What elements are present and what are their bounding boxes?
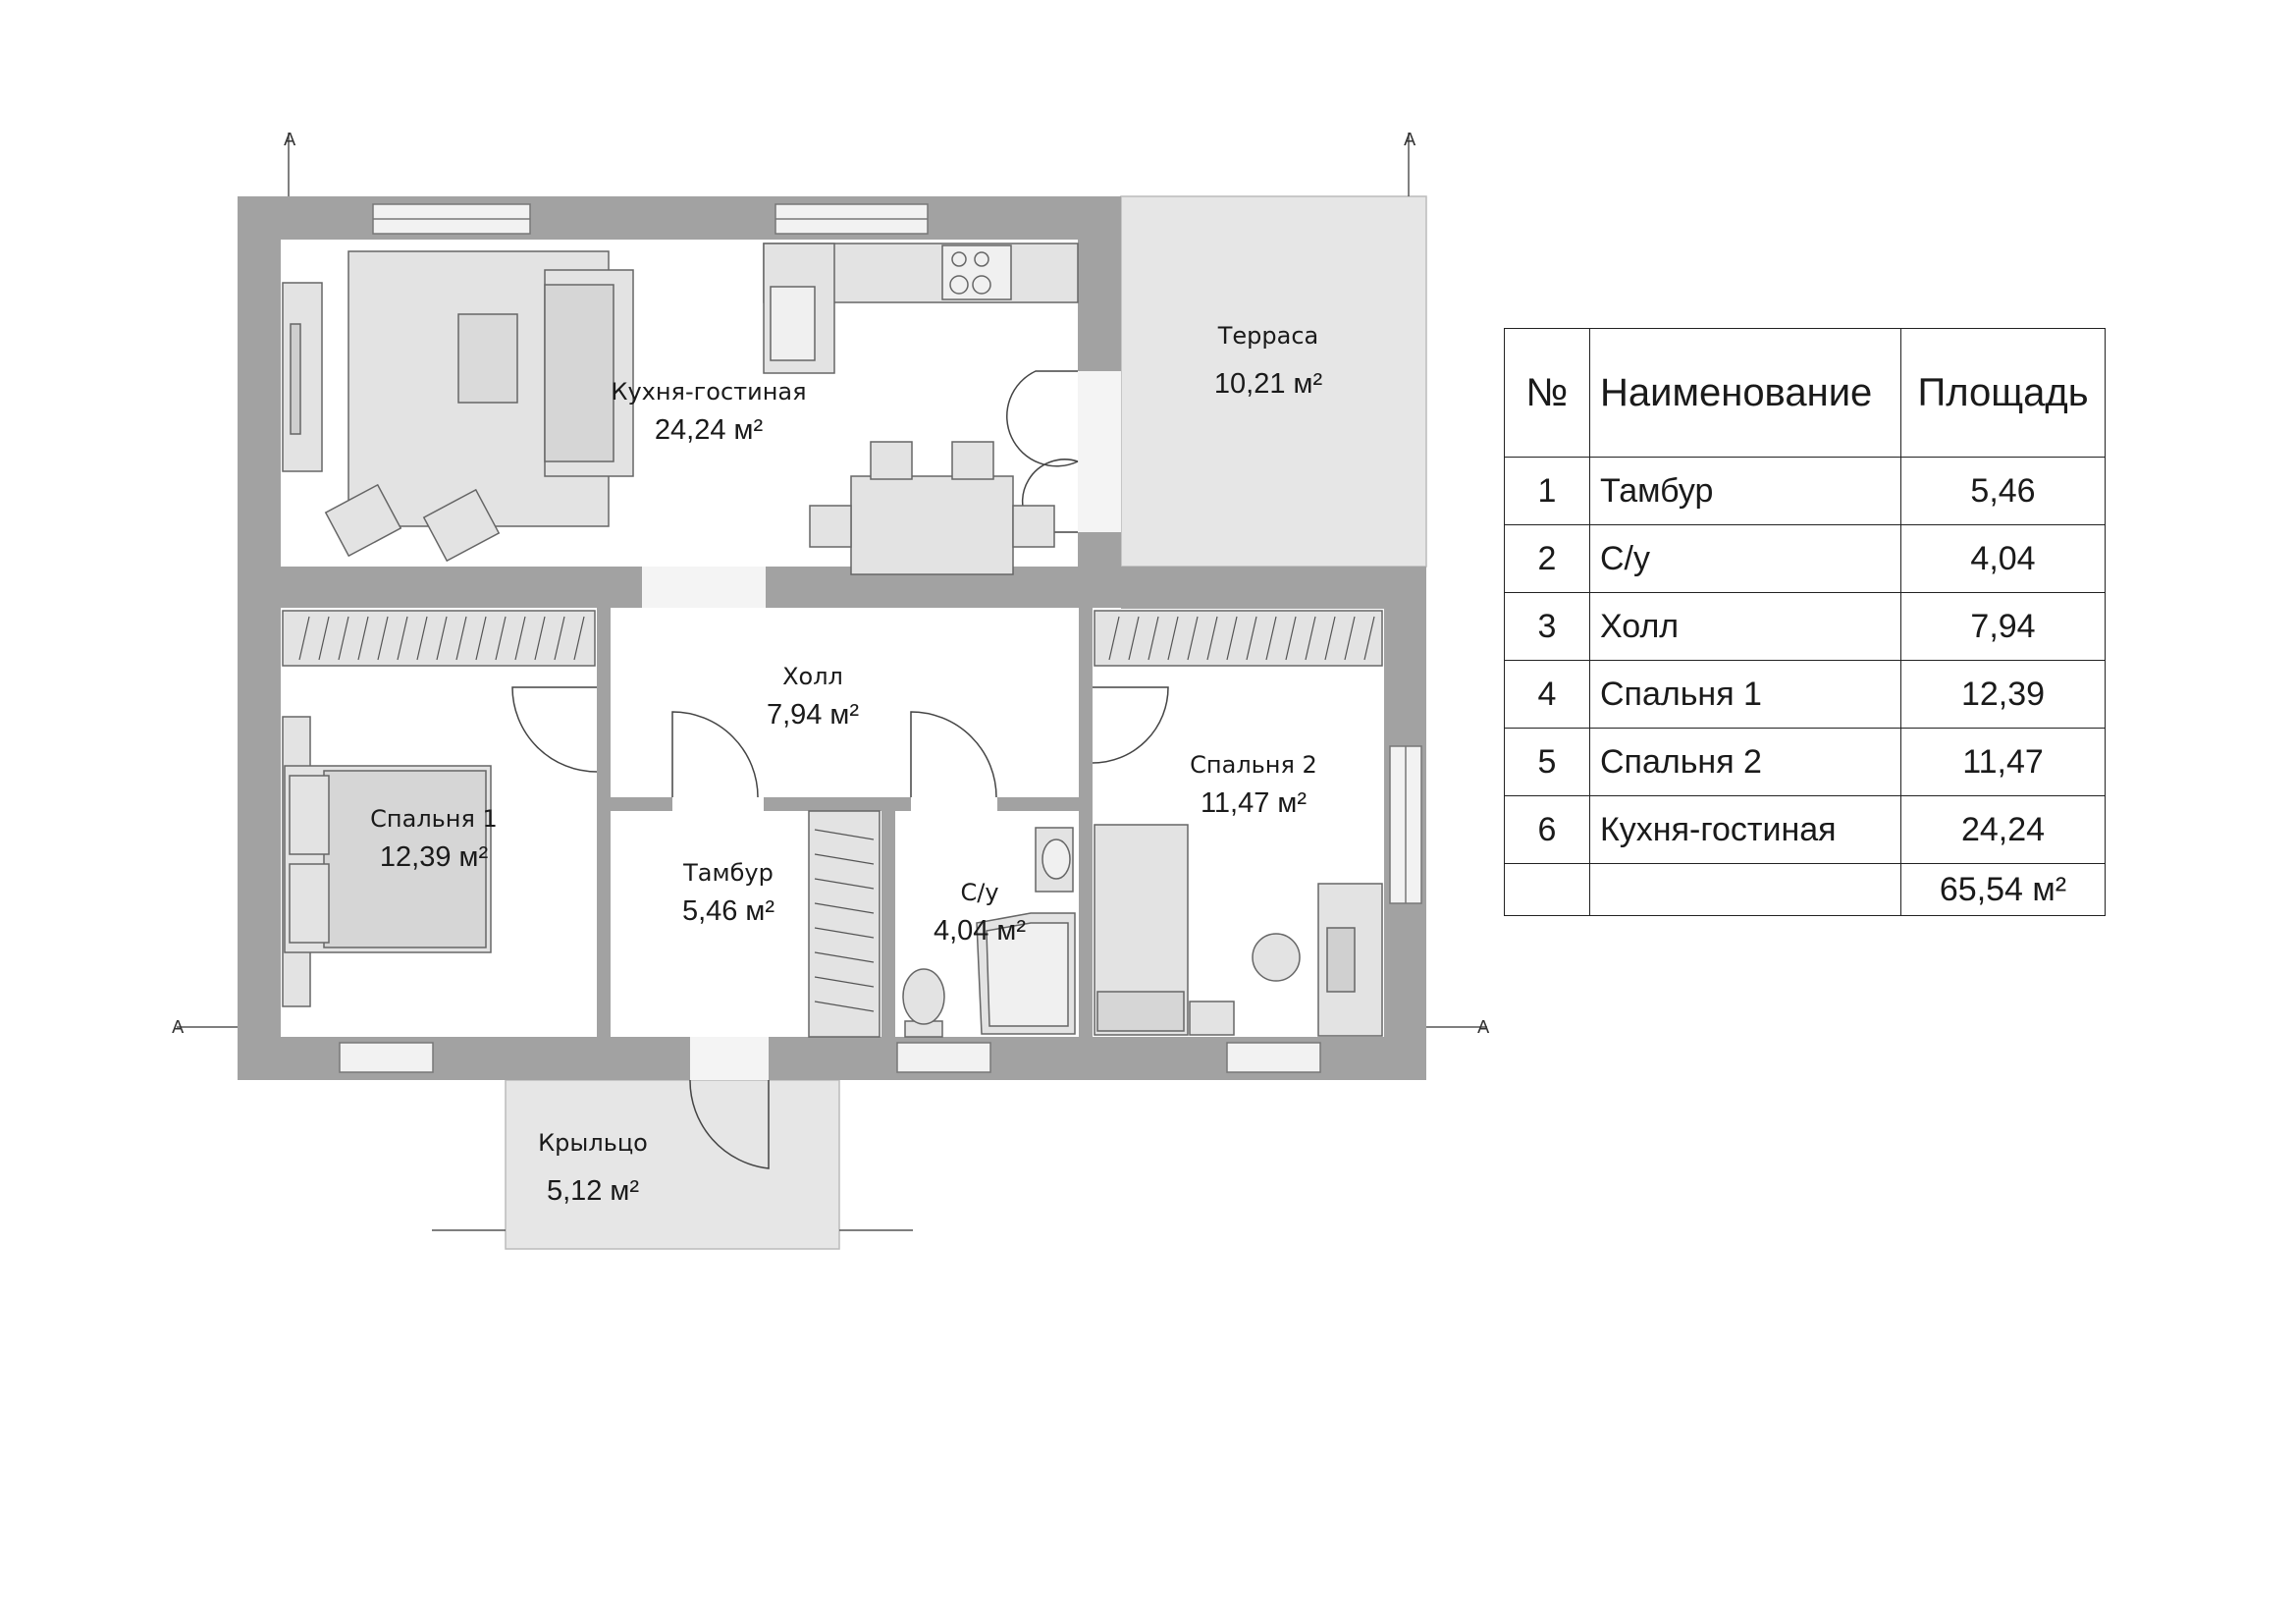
row-name: Тамбур [1589, 457, 1901, 525]
header-area: Площадь [1900, 328, 2106, 458]
row-area: 12,39 [1900, 660, 2106, 729]
row-area: 11,47 [1900, 728, 2106, 796]
total-empty-name [1589, 863, 1901, 916]
kitchen-living-furniture [282, 243, 1079, 575]
row-number: 1 [1504, 457, 1590, 525]
row-number: 4 [1504, 660, 1590, 729]
axis-mark-left: A [172, 1017, 185, 1038]
table-row: 4 Спальня 1 12,39 [1504, 660, 2106, 729]
row-area: 7,94 [1900, 592, 2106, 661]
row-number: 6 [1504, 795, 1590, 864]
bathroom-name: С/у [960, 879, 998, 906]
row-name: С/у [1589, 524, 1901, 593]
bedroom2-furniture [1094, 824, 1383, 1037]
row-name: Холл [1589, 592, 1901, 661]
porch-area: 5,12 м² [547, 1175, 639, 1207]
row-area: 24,24 [1900, 795, 2106, 864]
porch-name: Крыльцо [538, 1129, 648, 1157]
axis-mark-top-left: A [284, 130, 296, 150]
bathroom-fixtures [902, 827, 1076, 1038]
bedroom1-area: 12,39 м² [380, 841, 489, 873]
windows [339, 203, 1422, 1073]
doors [511, 370, 1169, 1169]
row-name: Спальня 2 [1589, 728, 1901, 796]
table-row: 5 Спальня 2 11,47 [1504, 728, 2106, 796]
hall-area: 7,94 м² [767, 699, 859, 731]
row-number: 2 [1504, 524, 1590, 593]
vestibule-name: Тамбур [682, 859, 774, 887]
axis-marks [177, 133, 1487, 1231]
table-row: 1 Тамбур 5,46 [1504, 457, 2106, 525]
table-total-row: 65,54 м² [1504, 863, 2106, 916]
axis-mark-right: A [1477, 1017, 1490, 1038]
row-number: 5 [1504, 728, 1590, 796]
kitchen-living-name: Кухня-гостиная [611, 378, 806, 406]
total-area: 65,54 м² [1900, 863, 2106, 916]
row-area: 5,46 [1900, 457, 2106, 525]
table-header-row: № Наименование Площадь [1504, 328, 2106, 458]
table-row: 3 Холл 7,94 [1504, 592, 2106, 661]
terrace-area: 10,21 м² [1214, 368, 1323, 400]
table-row: 2 С/у 4,04 [1504, 524, 2106, 593]
row-name: Кухня-гостиная [1589, 795, 1901, 864]
wardrobes [282, 610, 1383, 1038]
row-number: 3 [1504, 592, 1590, 661]
hall-name: Холл [782, 663, 843, 690]
total-empty-number [1504, 863, 1590, 916]
bedroom2-name: Спальня 2 [1190, 751, 1317, 779]
table-row: 6 Кухня-гостиная 24,24 [1504, 795, 2106, 864]
header-number: № [1504, 328, 1590, 458]
porch-floor [505, 1079, 840, 1250]
kitchen-living-area: 24,24 м² [655, 414, 764, 446]
bedroom1-name: Спальня 1 [370, 805, 498, 833]
terrace-name: Терраса [1217, 322, 1319, 350]
header-name: Наименование [1589, 328, 1901, 458]
openings [642, 371, 1121, 1080]
area-table: № Наименование Площадь 1 Тамбур 5,46 2 С… [1504, 328, 2106, 916]
axis-mark-top-right: A [1404, 130, 1416, 150]
room-labels: Кухня-гостиная 24,24 м² Терраса 10,21 м²… [370, 322, 1322, 1207]
row-area: 4,04 [1900, 524, 2106, 593]
vestibule-area: 5,46 м² [682, 895, 774, 927]
bedroom1-furniture [282, 716, 492, 1007]
bathroom-area: 4,04 м² [934, 915, 1026, 947]
bedroom2-area: 11,47 м² [1201, 787, 1307, 819]
terrace-floor [1120, 195, 1427, 568]
row-name: Спальня 1 [1589, 660, 1901, 729]
